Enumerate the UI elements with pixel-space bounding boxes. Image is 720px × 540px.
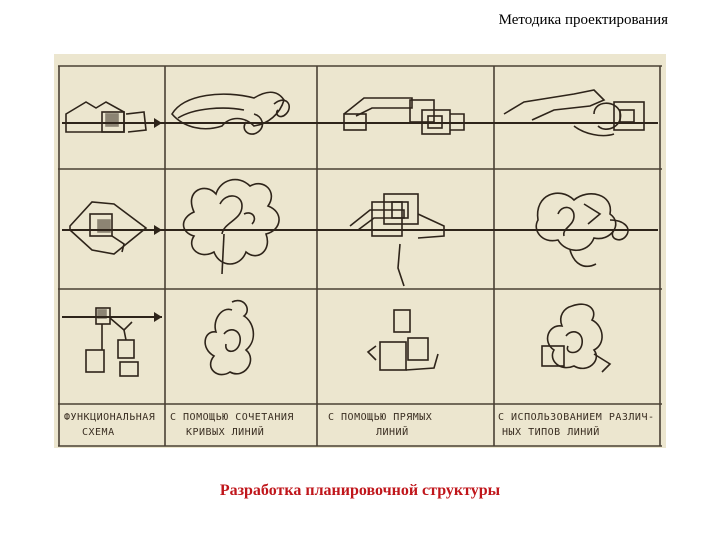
caption-2-line1: С ПОМОЩЬЮ СОЧЕТАНИЯ xyxy=(170,412,294,423)
mixed-lines-sketches xyxy=(503,89,645,373)
page-header: Методика проектирования xyxy=(498,12,668,28)
planning-sketch-figure: ФУНКЦИОНАЛЬНАЯ СХЕМА С ПОМОЩЬЮ СОЧЕТАНИЯ… xyxy=(54,54,666,448)
paper-background xyxy=(54,54,666,448)
straight-lines-sketches xyxy=(343,97,465,371)
caption-4-line1: С ИСПОЛЬЗОВАНИЕМ РАЗЛИЧ- xyxy=(498,412,655,423)
caption-3-line2: ЛИНИЙ xyxy=(376,425,409,438)
table-grid xyxy=(58,65,662,447)
curved-lines-sketches xyxy=(171,91,290,376)
caption-2-line2: КРИВЫХ ЛИНИЙ xyxy=(186,425,264,438)
sketch-svg: ФУНКЦИОНАЛЬНАЯ СХЕМА С ПОМОЩЬЮ СОЧЕТАНИЯ… xyxy=(54,54,666,448)
caption-4-line2: НЫХ ТИПОВ ЛИНИЙ xyxy=(502,425,600,438)
caption-1-line1: ФУНКЦИОНАЛЬНАЯ xyxy=(64,412,155,423)
functional-scheme-sketches xyxy=(65,101,148,377)
slide-title: Разработка планировочной структуры xyxy=(219,482,501,499)
caption-3-line1: С ПОМОЩЬЮ ПРЯМЫХ xyxy=(328,412,432,423)
caption-1-line2: СХЕМА xyxy=(82,427,115,438)
axis-arrows xyxy=(154,118,162,322)
